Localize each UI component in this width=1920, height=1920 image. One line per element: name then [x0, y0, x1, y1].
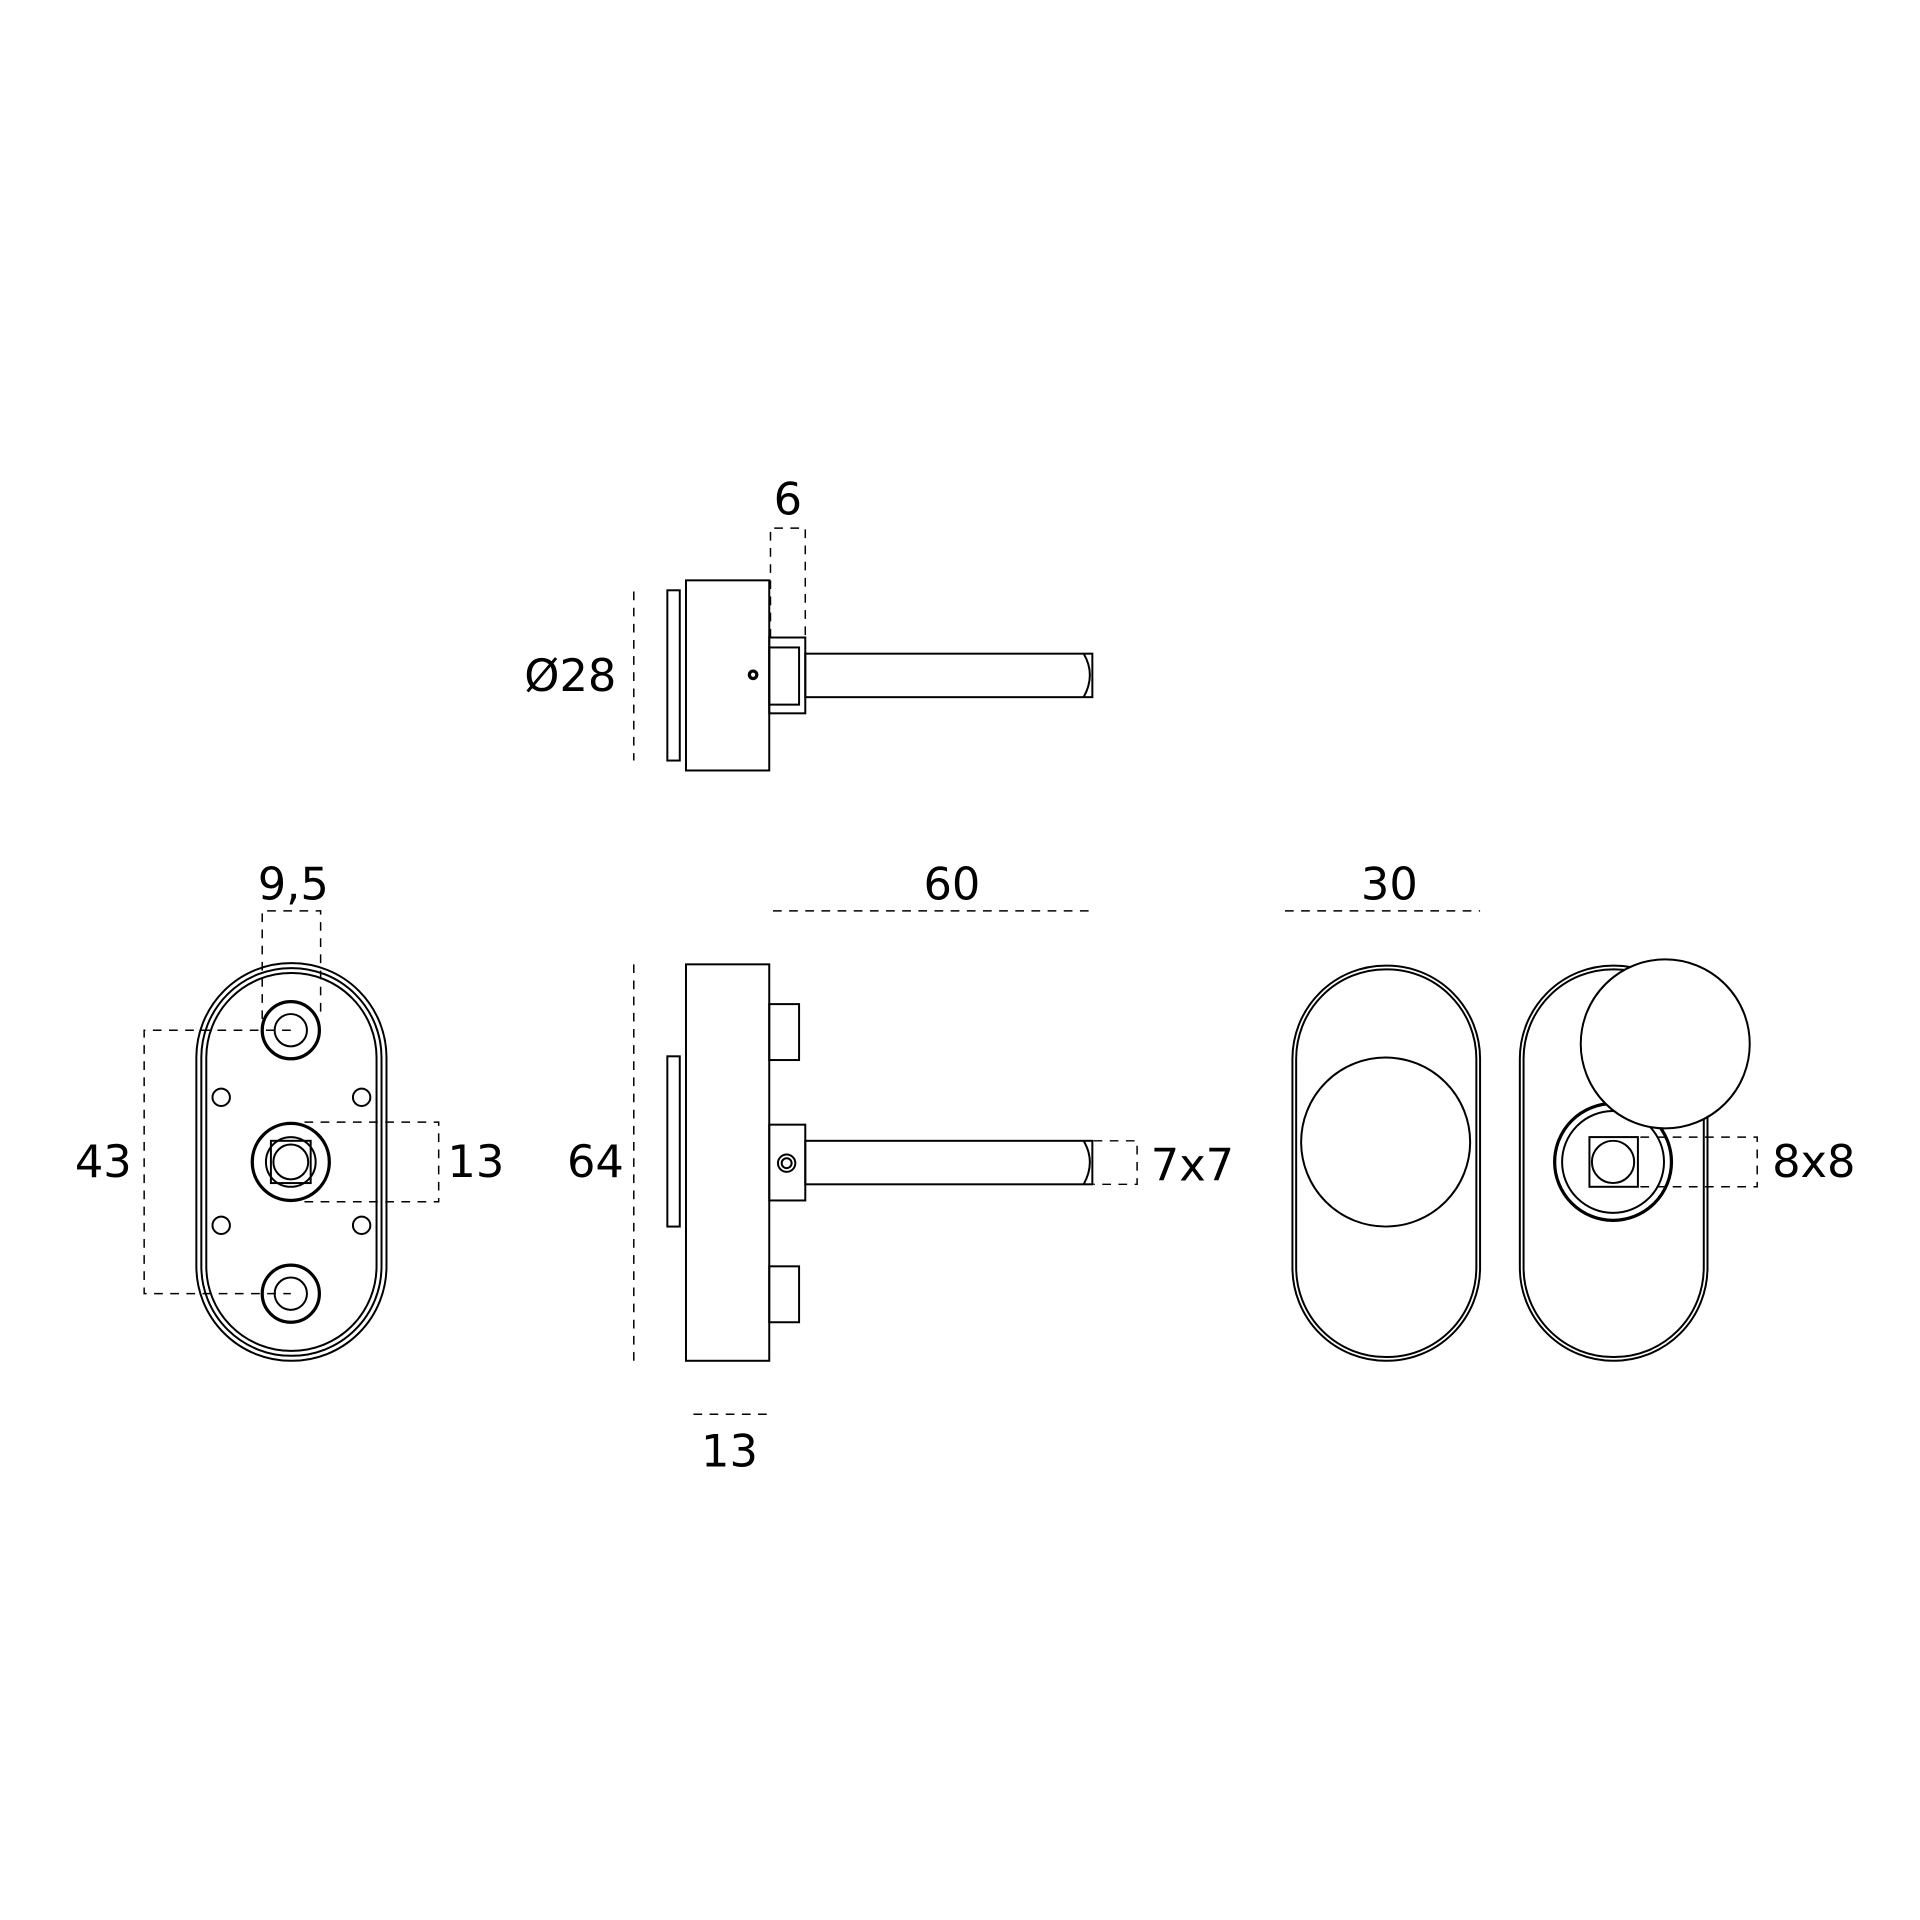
- side-view: 64 60 7x7 13: [567, 858, 1234, 1478]
- back-plate-view: 9,5 43 13: [75, 858, 504, 1362]
- dim-plate-height: 64: [567, 1135, 624, 1188]
- dim-plate-thickness: 13: [701, 1424, 758, 1477]
- dim-center-boss: 13: [447, 1135, 504, 1188]
- rear-view: 8x8: [1518, 958, 1855, 1362]
- top-view: 6 Ø28: [524, 472, 1094, 772]
- dim-knob-square: 8x8: [1772, 1135, 1855, 1188]
- dim-spindle-square: 7x7: [1151, 1139, 1234, 1192]
- dim-top-shaft-offset: 6: [774, 472, 802, 525]
- front-view: 30: [1284, 858, 1482, 1362]
- dim-plate-width: 30: [1361, 858, 1418, 911]
- dim-hole-spacing-width: 9,5: [258, 858, 329, 911]
- dim-diameter: Ø28: [524, 649, 616, 702]
- dim-spindle-length: 60: [923, 858, 980, 911]
- dim-hole-spacing-height: 43: [75, 1135, 132, 1188]
